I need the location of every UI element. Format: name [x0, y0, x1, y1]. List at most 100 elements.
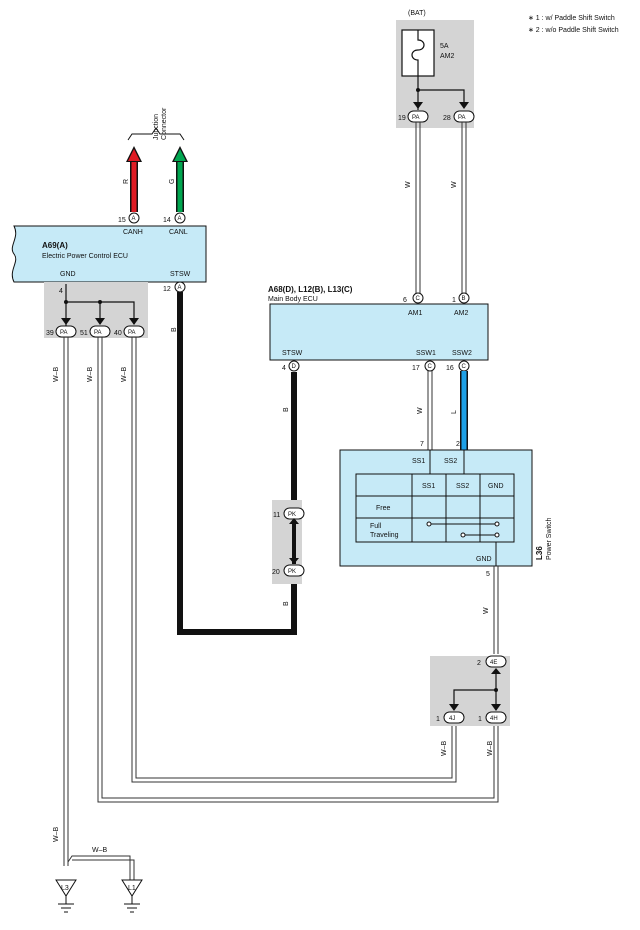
ps-name: Power Switch	[546, 517, 553, 560]
ssw1-label: SSW1	[416, 350, 436, 357]
svg-text:C: C	[428, 364, 433, 370]
svg-text:16: 16	[446, 365, 454, 372]
svg-text:A: A	[178, 216, 182, 222]
legend-note-1: ∗ 1 : w/ Paddle Shift Switch	[528, 15, 615, 22]
connector-4j	[443, 711, 465, 724]
wire-label-w-2: W	[451, 181, 458, 188]
bat-label: (BAT)	[408, 10, 426, 17]
svg-text:11: 11	[273, 512, 280, 519]
junction-brace	[127, 127, 185, 141]
wire-label-l: L	[451, 410, 458, 414]
a69-stsw-label: STSW	[170, 271, 191, 278]
arrow-icon	[95, 318, 105, 325]
pin-14: 14	[163, 217, 171, 224]
wire-label-b-3: B	[283, 601, 290, 606]
wire-label-w-1: W	[405, 181, 412, 188]
pa-connector-40	[123, 325, 145, 338]
pa-connector-51	[89, 325, 111, 338]
svg-text:PA: PA	[458, 115, 466, 121]
svg-text:17: 17	[412, 365, 420, 372]
main-body-ecu-box	[269, 303, 489, 361]
wire-label-wb-2: W–B	[87, 367, 94, 383]
svg-text:4: 4	[282, 365, 286, 372]
legend-note-2: ∗ 2 : w/o Paddle Shift Switch	[528, 27, 619, 34]
svg-text:6: 6	[403, 297, 407, 304]
svg-text:4E: 4E	[490, 660, 497, 666]
connector-4h	[485, 711, 507, 724]
table-row-free: Free	[376, 505, 391, 512]
a69-ecu-box	[11, 225, 207, 283]
svg-text:40: 40	[114, 330, 122, 337]
pin-15: 15	[118, 217, 126, 224]
arrow-icon	[61, 318, 71, 325]
ground-l3-label: L3	[61, 885, 69, 892]
fuse-rating: 5A	[440, 43, 449, 50]
arrow-icon	[129, 318, 139, 325]
svg-text:39: 39	[46, 330, 54, 337]
svg-text:PK: PK	[288, 512, 296, 518]
a69-gnd-label: GND	[60, 271, 76, 278]
arrow-up-icon	[174, 149, 186, 161]
arrow-icon	[459, 102, 469, 109]
svg-text:4H: 4H	[490, 716, 498, 722]
svg-text:A: A	[132, 216, 136, 222]
svg-text:51: 51	[80, 330, 88, 337]
arrow-icon	[449, 704, 459, 711]
wire-label-w-3: W	[417, 407, 424, 414]
ps-id: L36	[535, 546, 544, 560]
ssw2-label: SSW2	[452, 350, 472, 357]
wire-label-b-1: B	[171, 327, 178, 332]
svg-text:5: 5	[486, 571, 490, 578]
ps-ss2-label: SS2	[444, 458, 457, 465]
svg-text:2: 2	[477, 660, 481, 667]
am2-label: AM2	[454, 310, 469, 317]
ground-l1-label: L1	[128, 885, 136, 892]
wire-label-wb-1: W–B	[53, 367, 60, 383]
svg-text:2: 2	[456, 441, 460, 448]
svg-text:PK: PK	[288, 569, 296, 575]
pin-4-gnd: 4	[59, 288, 63, 295]
stsw-wire-black	[177, 292, 297, 635]
table-header-ss2: SS2	[456, 483, 469, 490]
ps-gnd-label: GND	[476, 556, 492, 563]
table-header-gnd: GND	[488, 483, 504, 490]
am1-label: AM1	[408, 310, 423, 317]
fuse-element	[411, 30, 425, 76]
junction-label-1: Junction	[153, 114, 160, 140]
pin-28: 28	[443, 115, 451, 122]
ground-l1-icon	[121, 879, 143, 897]
main-stsw-label: STSW	[282, 350, 303, 357]
a69-name: Electric Power Control ECU	[42, 253, 128, 260]
canh-label: CANH	[123, 229, 143, 236]
pa-connector-28	[453, 110, 475, 123]
connector-4e	[485, 655, 507, 668]
svg-text:4J: 4J	[449, 716, 455, 722]
wire-label-wb-7: W–B	[92, 847, 108, 854]
table-header-ss1: SS1	[422, 483, 435, 490]
svg-text:C: C	[462, 364, 467, 370]
canl-label: CANL	[169, 229, 188, 236]
wire-label-wb-4: W–B	[53, 827, 60, 843]
svg-text:D: D	[292, 364, 297, 370]
ground-l3-icon	[55, 879, 77, 897]
svg-text:C: C	[416, 296, 421, 302]
svg-text:PA: PA	[94, 330, 102, 336]
svg-text:A: A	[178, 285, 182, 291]
wire-label-w-4: W	[483, 607, 490, 614]
table-row-full-2: Traveling	[370, 532, 399, 539]
pin-12: 12	[163, 286, 171, 293]
main-body-ecu-name: Main Body ECU	[268, 296, 318, 303]
junction-label-2: Connector	[161, 107, 168, 140]
arrow-up-icon	[128, 149, 140, 161]
svg-text:PA: PA	[60, 330, 68, 336]
svg-text:20: 20	[272, 569, 280, 576]
svg-text:PA: PA	[128, 330, 136, 336]
switch-truth-table	[355, 473, 515, 543]
wire-label-b-2: B	[283, 407, 290, 412]
ps-ss1-label: SS1	[412, 458, 425, 465]
wire-label-wb-6: W–B	[487, 741, 494, 757]
arrow-icon	[289, 558, 299, 564]
svg-text:7: 7	[420, 441, 424, 448]
main-body-ecu-id: A68(D), L12(B), L13(C)	[268, 285, 353, 294]
